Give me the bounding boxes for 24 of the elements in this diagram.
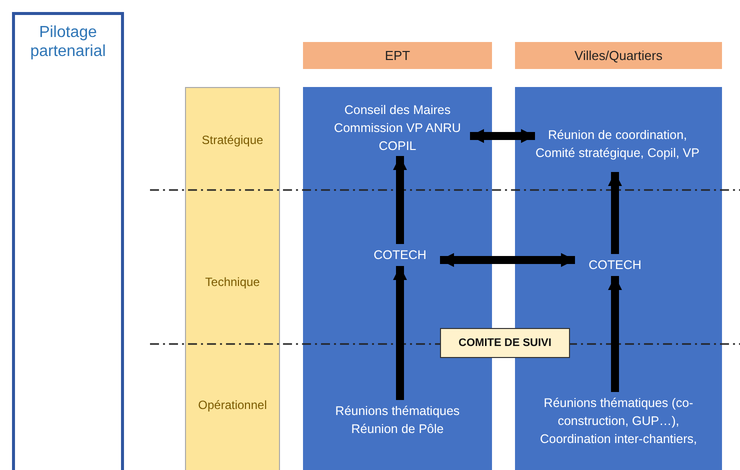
arrow [608,172,622,254]
committee-box: COMITE DE SUIVI [440,328,570,358]
panel-title: Pilotage partenarial [29,23,107,61]
pilotage-panel [12,12,124,470]
meeting-text: Réunions thématiques [334,403,461,420]
level-label: Technique [204,275,261,289]
arrow [470,129,535,143]
arrow [393,266,407,400]
level-column [185,87,280,470]
meeting-text: Réunion de Pôle [350,421,445,438]
arrow [440,253,575,267]
level-label: Opérationnel [197,398,268,412]
level-label: Stratégique [200,133,264,147]
column-header: EPT [303,42,492,69]
meeting-text: Réunions thématiques (co-construction, GUP…), Coordination inter-chantiers, [522,392,715,450]
arrow [393,156,407,244]
meeting-text: Réunion de coordination, Comité stratégique, Copil, VP [535,116,700,172]
column-header: Villes/Quartiers [515,42,722,69]
meeting-text: COTECH [575,254,655,276]
meeting-text: COTECH [360,244,440,266]
meeting-text: COPIL [378,138,418,155]
meeting-text: Conseil des Maires [343,102,452,119]
arrow [608,276,622,392]
meeting-text: Commission VP ANRU [333,120,462,137]
